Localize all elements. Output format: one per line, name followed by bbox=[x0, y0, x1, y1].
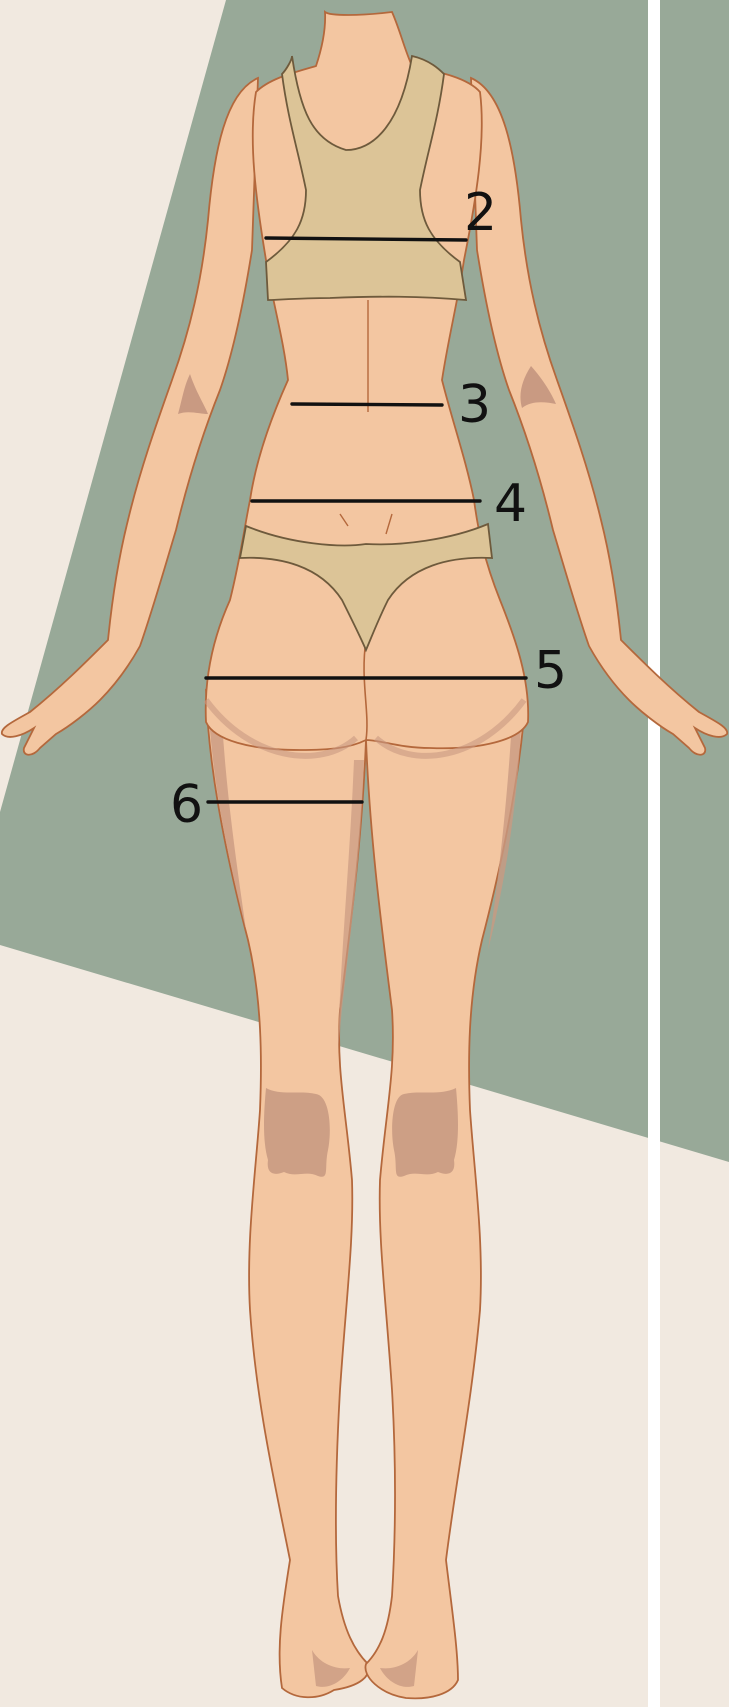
measure-line-3 bbox=[292, 404, 442, 405]
measure-label-6: 6 bbox=[170, 775, 203, 835]
measure-label-3: 3 bbox=[458, 375, 491, 435]
measure-line-2 bbox=[266, 238, 466, 240]
left-knee-mark bbox=[264, 1088, 330, 1177]
right-knee-mark bbox=[392, 1088, 458, 1177]
divider-line bbox=[648, 0, 660, 1707]
measure-label-2: 2 bbox=[464, 183, 497, 243]
measure-label-4: 4 bbox=[494, 474, 527, 534]
measure-label-5: 5 bbox=[534, 641, 567, 701]
